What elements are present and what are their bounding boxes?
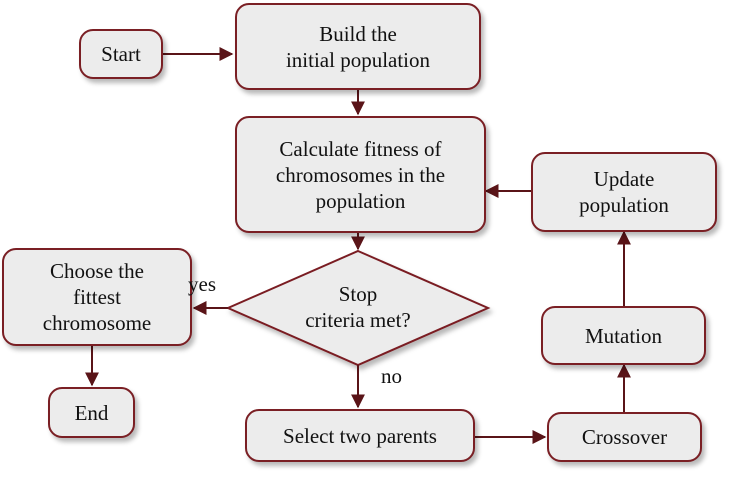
mutation-node: Mutation — [541, 306, 706, 365]
end-node: End — [48, 387, 135, 438]
update-population-node: Update population — [531, 152, 717, 232]
edge-label-yes: yes — [188, 272, 216, 296]
choose-fittest-node: Choose the fittest chromosome — [2, 248, 192, 346]
decision-label: Stop criteria met? — [305, 282, 411, 332]
crossover-node: Crossover — [547, 412, 702, 462]
edge-label-no: no — [381, 364, 402, 388]
select-parents-node: Select two parents — [245, 409, 475, 462]
build-population-node: Build the initial population — [235, 3, 481, 90]
start-node: Start — [79, 29, 163, 79]
calculate-fitness-node: Calculate fitness of chromosomes in the … — [235, 116, 486, 233]
